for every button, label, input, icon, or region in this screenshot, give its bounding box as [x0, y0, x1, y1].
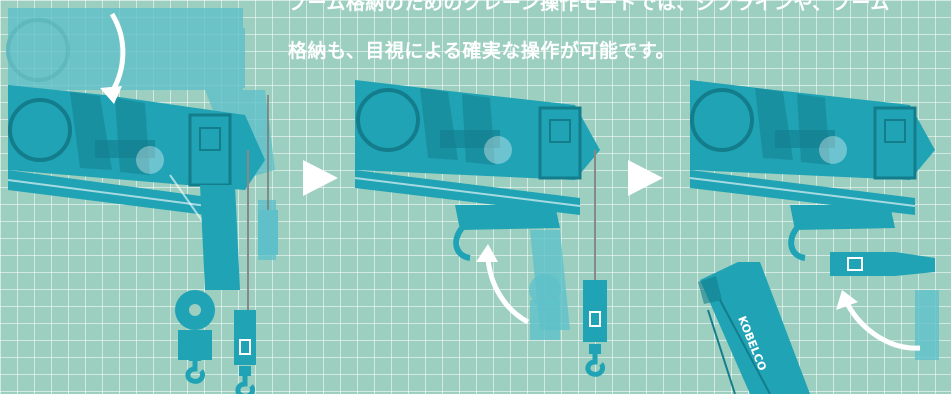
caption-line-1: ブーム格納のためのクレーン操作モードでは、ジブラインや、ブーム — [288, 0, 890, 14]
panel-3: KOBELCO — [689, 80, 939, 394]
panel-3-crane-body: KOBELCO — [689, 80, 939, 394]
step-arrow-icon — [303, 160, 338, 196]
rotation-arrow-icon — [836, 290, 921, 351]
panel-1 — [6, 8, 278, 394]
step-arrow-icon — [628, 160, 663, 196]
panel-1-crane-body — [7, 85, 278, 394]
panel-2 — [354, 80, 607, 374]
rotation-arrow-icon — [100, 12, 126, 104]
rotation-arrow-icon — [476, 244, 530, 325]
panel-2-crane-body — [354, 80, 607, 374]
caption-line-2: 格納も、目視による確実な操作が可能です。 — [288, 40, 675, 62]
